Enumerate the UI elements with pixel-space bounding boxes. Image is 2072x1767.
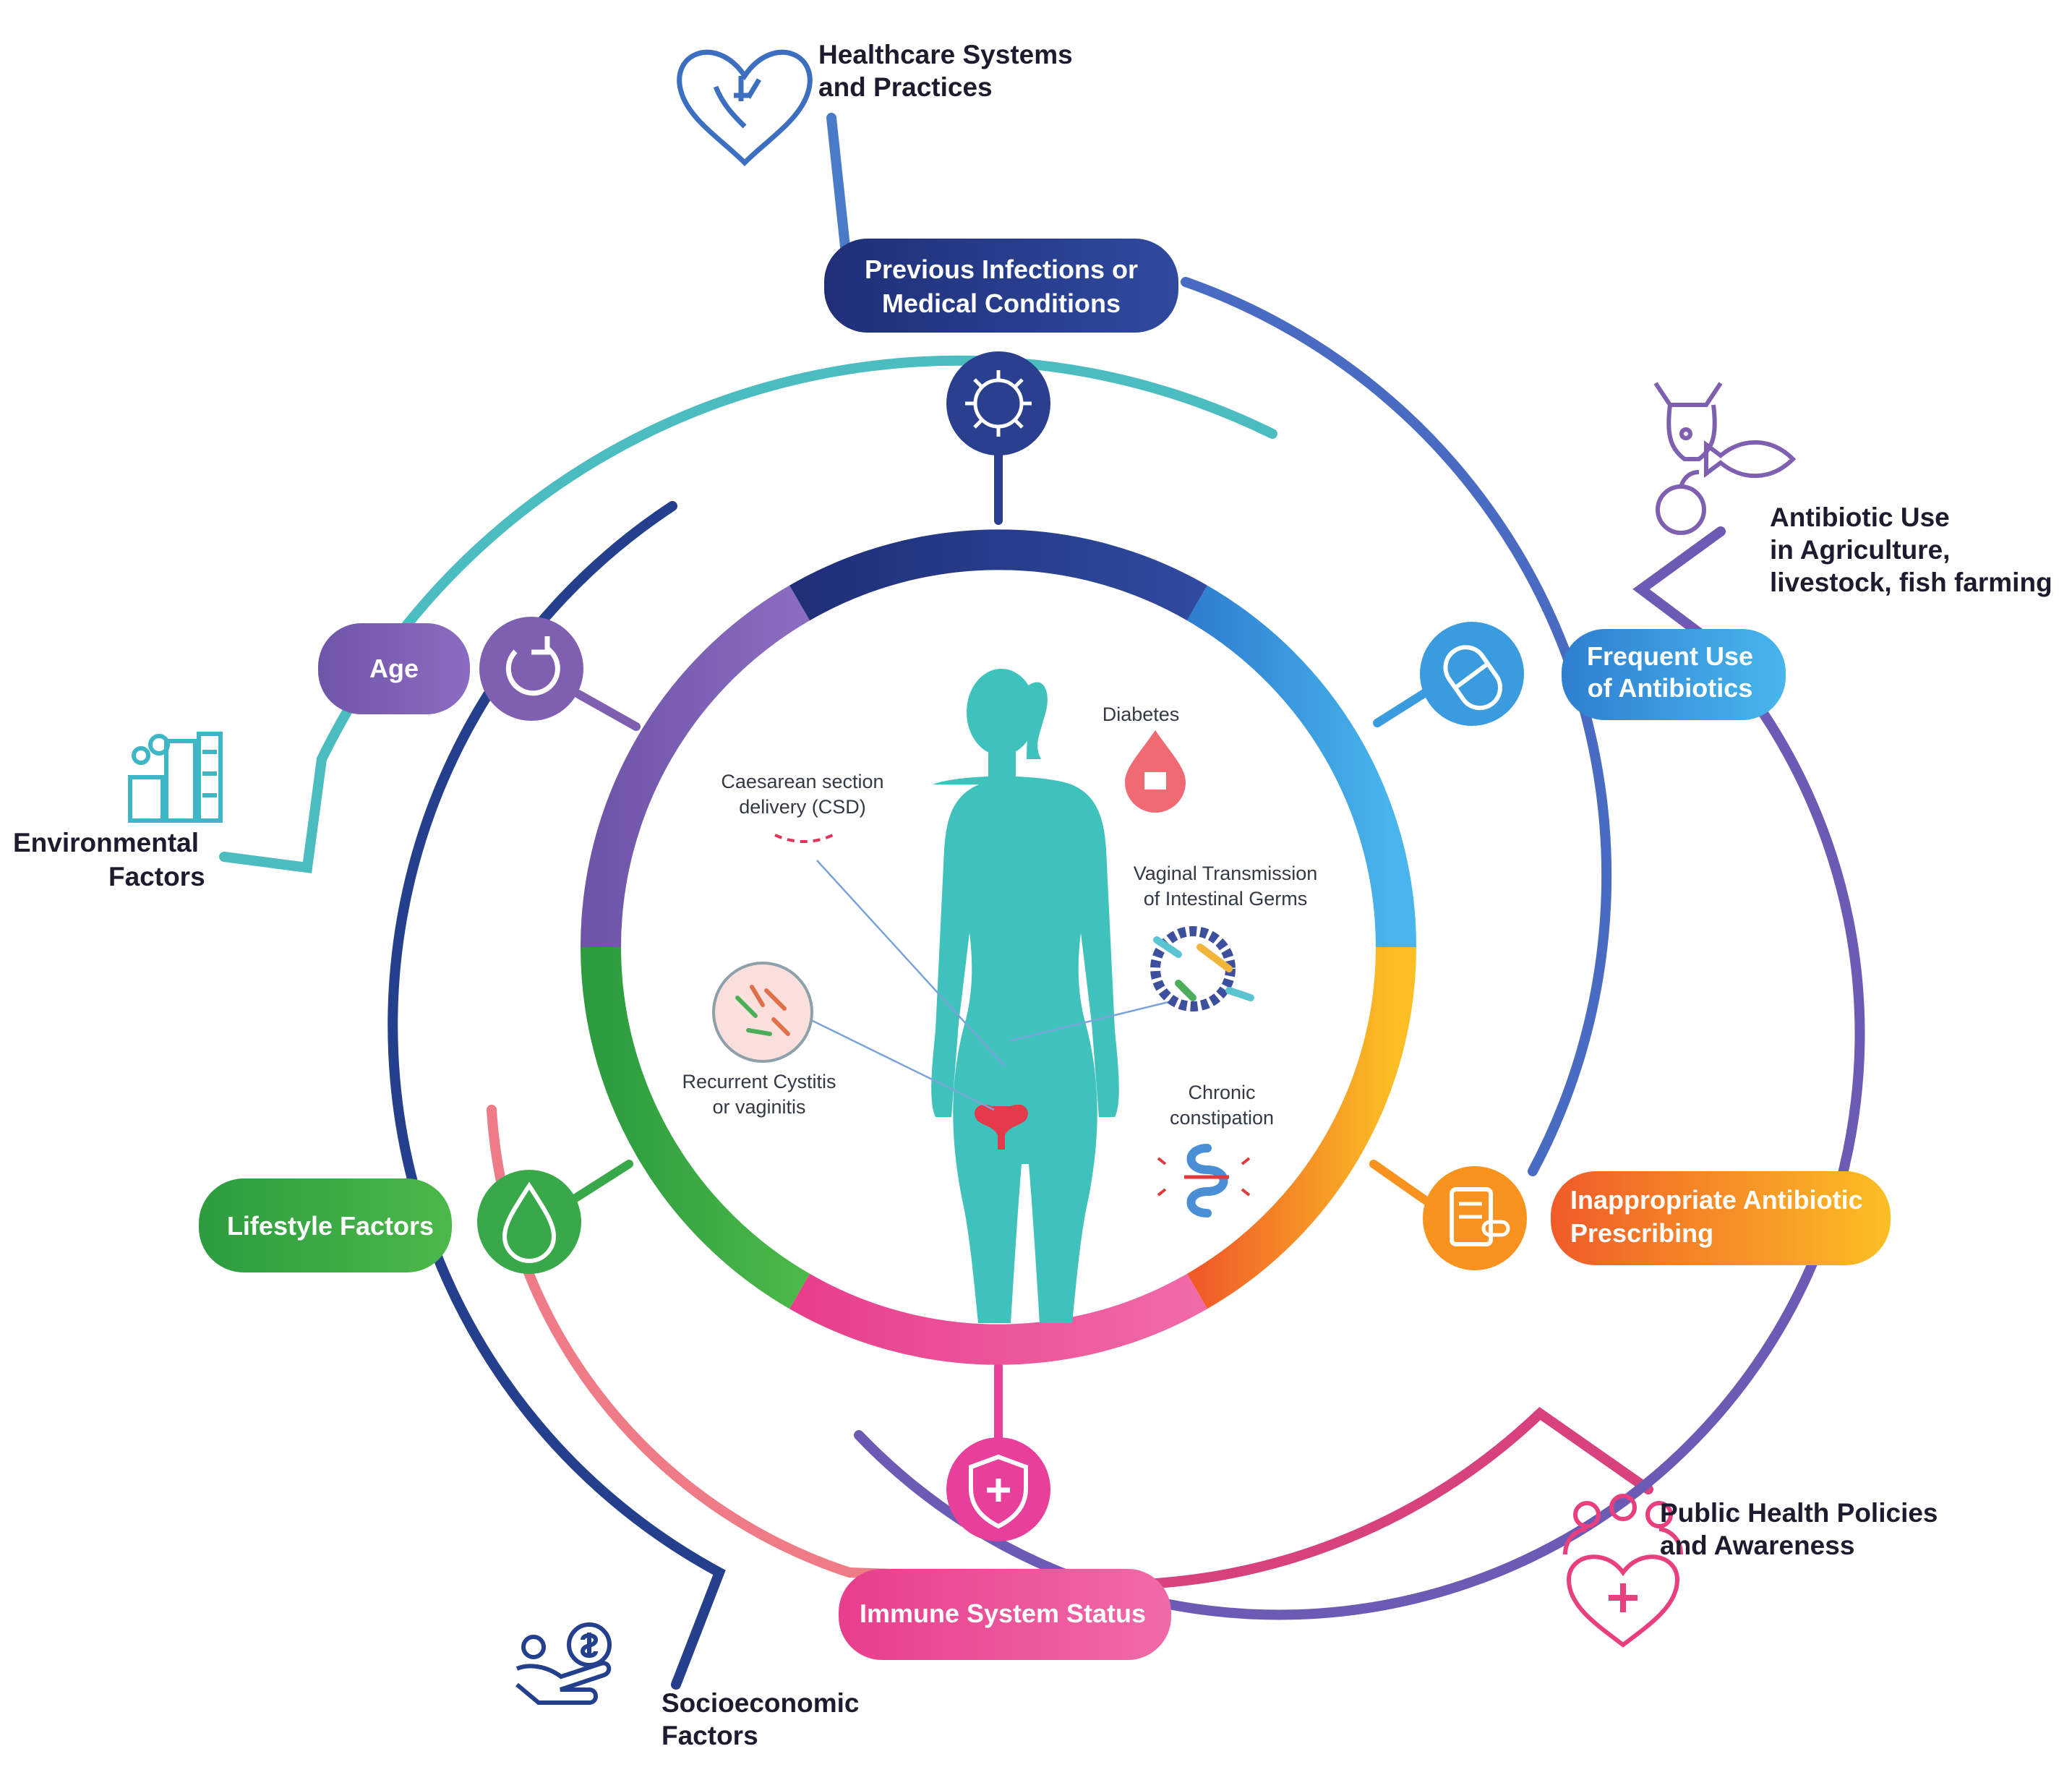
lifestyle-label: Lifestyle Factors [227,1211,434,1241]
environmental-line-1: Environmental [13,828,199,857]
water-drop-icon [477,1170,581,1274]
pill-lifestyle: Lifestyle Factors [199,1178,452,1272]
pointer-lines [809,860,1172,1111]
csd-scar-icon [774,834,834,843]
money-hand-icon [515,1622,612,1705]
healthcare-arc [1181,277,1612,1176]
uterus-icon [975,1104,1028,1150]
gut-bacteria-icon [1150,926,1254,1011]
intestine-icon [1157,1144,1251,1218]
healthcare-connector [826,113,851,258]
ring-segment-immune [789,1273,1207,1365]
community-heart-icon [1563,1494,1683,1648]
diabetes-drop-icon [1125,730,1186,813]
ring-segment-age [581,585,810,948]
csd-line-2: delivery (CSD) [739,796,866,818]
environmental-line-2: Factors [108,862,205,891]
vaginal-line-1: Vaginal Transmission [1134,863,1318,884]
ring-segment-lifestyle [581,946,810,1309]
inner-ring [581,529,1416,1365]
public-health-line-1: Public Health Policies [1660,1498,1938,1528]
cow-fish-apple-icon [1653,382,1797,535]
virus-icon [946,351,1050,455]
bacteria-culture-icon [712,962,813,1063]
socioeconomic-line-2: Factors [662,1721,758,1750]
pill-frequent-use: Frequent Use of Antibiotics [1562,629,1786,720]
previous-infections-line-1: Previous Infections or [865,254,1138,284]
pill-previous-infections: Previous Infections or Medical Condition… [824,239,1178,333]
pill-icon [1420,622,1524,726]
frequent-use-line-2: of Antibiotics [1588,673,1753,703]
diabetes-label: Diabetes [1103,703,1180,725]
pill-inappropriate: Inappropriate Antibiotic Prescribing [1551,1171,1891,1265]
cystitis-line-1: Recurrent Cystitis [682,1071,836,1092]
agriculture-line-2: in Agriculture, [1770,535,1950,565]
socioeconomic-line-1: Socioeconomic [662,1688,859,1718]
heart-hand-icon [677,49,813,166]
public-health-line-2: and Awareness [1660,1531,1854,1560]
pill-immune: Immune System Status [839,1569,1171,1660]
agriculture-line-1: Antibiotic Use [1770,502,1950,532]
shield-cross-icon [946,1437,1050,1541]
csd-line-1: Caesarean section [721,771,883,792]
factory-icon [128,732,223,823]
prescription-icon [1423,1166,1527,1270]
public-health-arc-tip [1152,1406,1653,1588]
inappropriate-line-1: Inappropriate Antibiotic [1570,1185,1863,1215]
frequent-use-line-1: Frequent Use [1587,641,1753,671]
woman-silhouette [931,669,1119,1323]
agriculture-line-3: livestock, fish farming [1770,568,2052,597]
cystitis-line-2: or vaginitis [712,1096,805,1118]
ring-segment-previous [789,529,1207,621]
ring-segment-frequent [1186,585,1416,948]
previous-infections-line-2: Medical Conditions [882,288,1121,318]
immune-label: Immune System Status [860,1599,1146,1628]
constipation-line-1: Chronic [1188,1082,1255,1103]
age-label: Age [369,654,419,683]
constipation-line-2: constipation [1170,1107,1274,1129]
pill-age: Age [318,623,470,714]
cycle-arrow-icon [479,617,583,721]
healthcare-line-2: and Practices [818,72,993,102]
healthcare-line-1: Healthcare Systems [818,40,1073,69]
ring-segment-inappropriate [1186,946,1416,1309]
vaginal-line-2: of Intestinal Germs [1144,888,1308,910]
inappropriate-line-2: Prescribing [1570,1218,1713,1248]
